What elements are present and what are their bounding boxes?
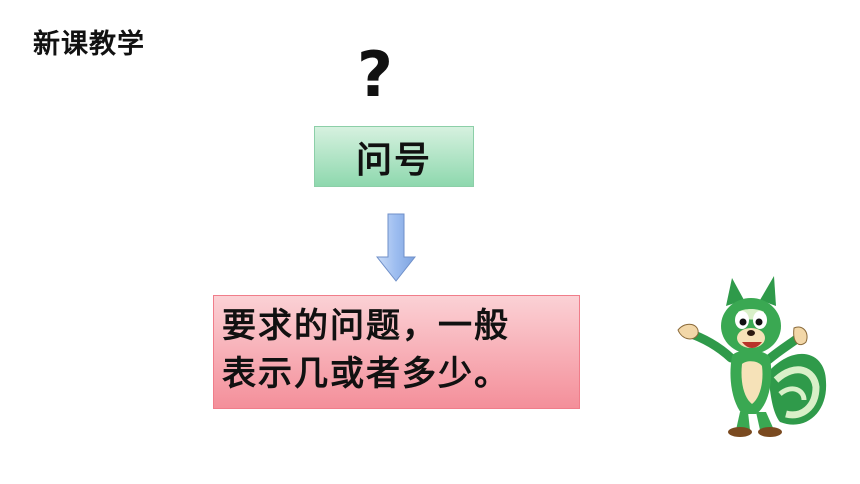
explanation-line-2: 表示几或者多少。: [222, 354, 510, 394]
squirrel-mascot-icon: [677, 276, 827, 437]
explanation-box: 要求的问题，一般 表示几或者多少。: [213, 295, 580, 409]
down-arrow-icon: [376, 213, 416, 282]
question-mark: ?: [357, 38, 393, 111]
slide-title: 新课教学: [33, 29, 145, 60]
question-mark-label-box: 问号: [314, 126, 474, 187]
explanation-line-1: 要求的问题，一般: [222, 306, 510, 346]
question-mark-label: 问号: [355, 139, 432, 181]
